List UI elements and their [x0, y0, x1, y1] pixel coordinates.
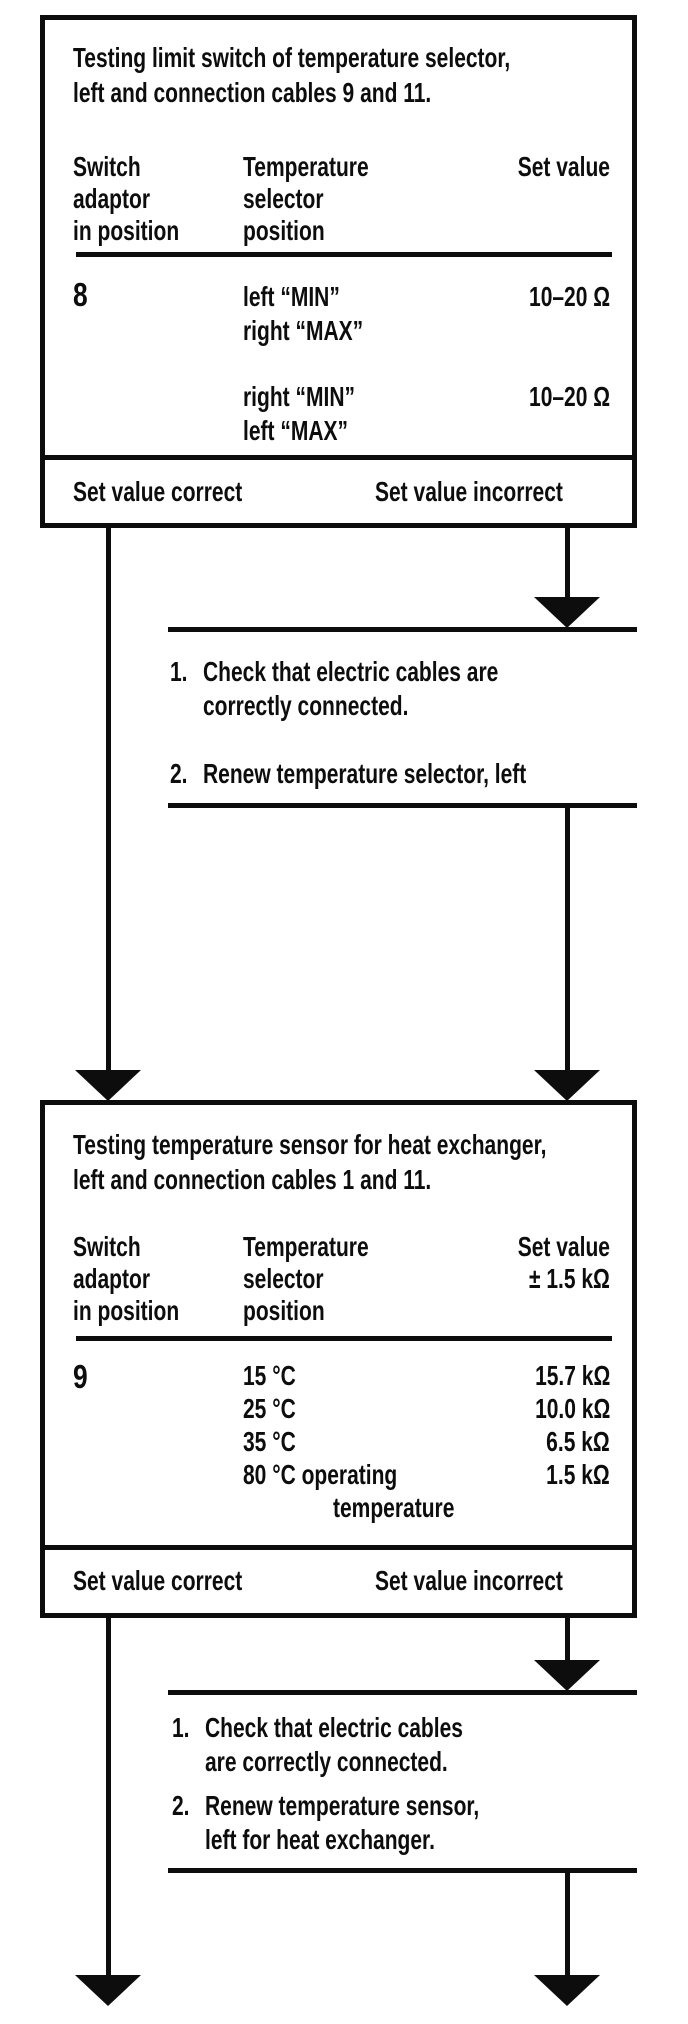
- arrowhead-right-into-box-2: [534, 1070, 600, 1101]
- flow-line-incorrect-2: [565, 808, 570, 1072]
- test-box-1-title-line-2: left and connection cables 9 and 11.: [73, 77, 432, 108]
- selector-row-2-line-2: left “MAX”: [243, 415, 348, 446]
- remedy-1-step-1-line-1: Check that electric cables are: [203, 656, 499, 687]
- col-header-in-position: in position: [73, 215, 180, 246]
- col-header-selector-2: selector: [243, 1263, 324, 1294]
- outcome-correct-label-2: Set value correct: [73, 1565, 243, 1596]
- arrowhead-exit-incorrect: [534, 1975, 600, 2006]
- remedy-2-step-2-line-2: left for heat exchanger.: [205, 1824, 435, 1855]
- remedy-1-top-rule: [168, 627, 637, 632]
- table-header-rule: [76, 252, 612, 257]
- temp-row-35: 35 °C: [243, 1426, 296, 1457]
- set-value-row-2: 10–20 Ω: [528, 381, 610, 412]
- col-header-temperature-2: Temperature: [243, 1231, 369, 1262]
- remedy-2-step-1-number: 1.: [172, 1712, 190, 1743]
- col-header-position: position: [243, 215, 325, 246]
- temp-row-15: 15 °C: [243, 1360, 296, 1391]
- set-value-row-1: 10–20 Ω: [528, 281, 610, 312]
- flow-line-incorrect-3: [565, 1616, 570, 1662]
- flow-line-incorrect-4: [565, 1873, 570, 1977]
- arrowhead-into-remedy-1: [534, 597, 600, 628]
- temp-row-80-continuation: temperature: [333, 1492, 455, 1523]
- col-header-position-2: position: [243, 1295, 325, 1326]
- arrowhead-exit-correct: [75, 1975, 141, 2006]
- adaptor-position-value-2: 9: [73, 1358, 88, 1395]
- flow-line-incorrect-1: [565, 526, 570, 599]
- outcome-divider-rule-2: [45, 1545, 632, 1550]
- test-box-2-title-line-2: left and connection cables 1 and 11.: [73, 1164, 432, 1195]
- test-box-1-title-line-1: Testing limit switch of temperature sele…: [73, 42, 511, 73]
- set-value-35: 6.5 kΩ: [546, 1426, 610, 1457]
- remedy-1-step-2-number: 2.: [170, 758, 188, 789]
- col-header-set-value-2-line-2: ± 1.5 kΩ: [529, 1263, 610, 1294]
- col-header-selector: selector: [243, 183, 324, 214]
- remedy-2-top-rule: [168, 1690, 637, 1695]
- flow-line-correct-1: [106, 526, 111, 1072]
- outcome-correct-label: Set value correct: [73, 476, 243, 507]
- test-box-limit-switch: Testing limit switch of temperature sele…: [40, 15, 637, 528]
- remedy-2-step-1-line-1: Check that electric cables: [205, 1712, 463, 1743]
- adaptor-position-value: 8: [73, 276, 88, 313]
- selector-row-1-line-2: right “MAX”: [243, 315, 364, 346]
- temp-row-80: 80 °C operating: [243, 1459, 398, 1490]
- remedy-2-step-2-number: 2.: [172, 1790, 190, 1821]
- outcome-incorrect-label: Set value incorrect: [375, 476, 563, 507]
- remedy-1-step-1-number: 1.: [170, 656, 188, 687]
- selector-row-2-line-1: right “MIN”: [243, 381, 355, 412]
- outcome-incorrect-label-2: Set value incorrect: [375, 1565, 563, 1596]
- col-header-switch: Switch: [73, 151, 141, 182]
- remedy-2-bottom-rule: [168, 1868, 637, 1873]
- col-header-switch-2: Switch: [73, 1231, 141, 1262]
- col-header-adaptor: adaptor: [73, 183, 151, 214]
- temp-row-25: 25 °C: [243, 1393, 296, 1424]
- col-header-temperature: Temperature: [243, 151, 369, 182]
- col-header-adaptor-2: adaptor: [73, 1263, 151, 1294]
- col-header-set-value: Set value: [517, 151, 610, 182]
- remedy-2-step-2-line-1: Renew temperature sensor,: [205, 1790, 480, 1821]
- selector-row-1-line-1: left “MIN”: [243, 281, 340, 312]
- col-header-set-value-2-line-1: Set value: [517, 1231, 610, 1262]
- col-header-in-position-2: in position: [73, 1295, 180, 1326]
- set-value-80: 1.5 kΩ: [546, 1459, 610, 1490]
- remedy-1-bottom-rule: [168, 803, 637, 808]
- arrowhead-into-remedy-2: [534, 1660, 600, 1691]
- remedy-2-step-1-line-2: are correctly connected.: [205, 1746, 448, 1777]
- flow-line-correct-3: [106, 1616, 111, 1977]
- set-value-15: 15.7 kΩ: [534, 1360, 610, 1391]
- table-header-rule-2: [76, 1336, 612, 1341]
- arrowhead-left-into-box-2: [75, 1070, 141, 1101]
- set-value-25: 10.0 kΩ: [534, 1393, 610, 1424]
- test-box-2-title-line-1: Testing temperature sensor for heat exch…: [73, 1129, 547, 1160]
- test-box-temperature-sensor: Testing temperature sensor for heat exch…: [40, 1100, 637, 1618]
- outcome-divider-rule: [45, 455, 632, 460]
- remedy-1-step-2-line-1: Renew temperature selector, left: [203, 758, 527, 789]
- remedy-1-step-1-line-2: correctly connected.: [203, 690, 409, 721]
